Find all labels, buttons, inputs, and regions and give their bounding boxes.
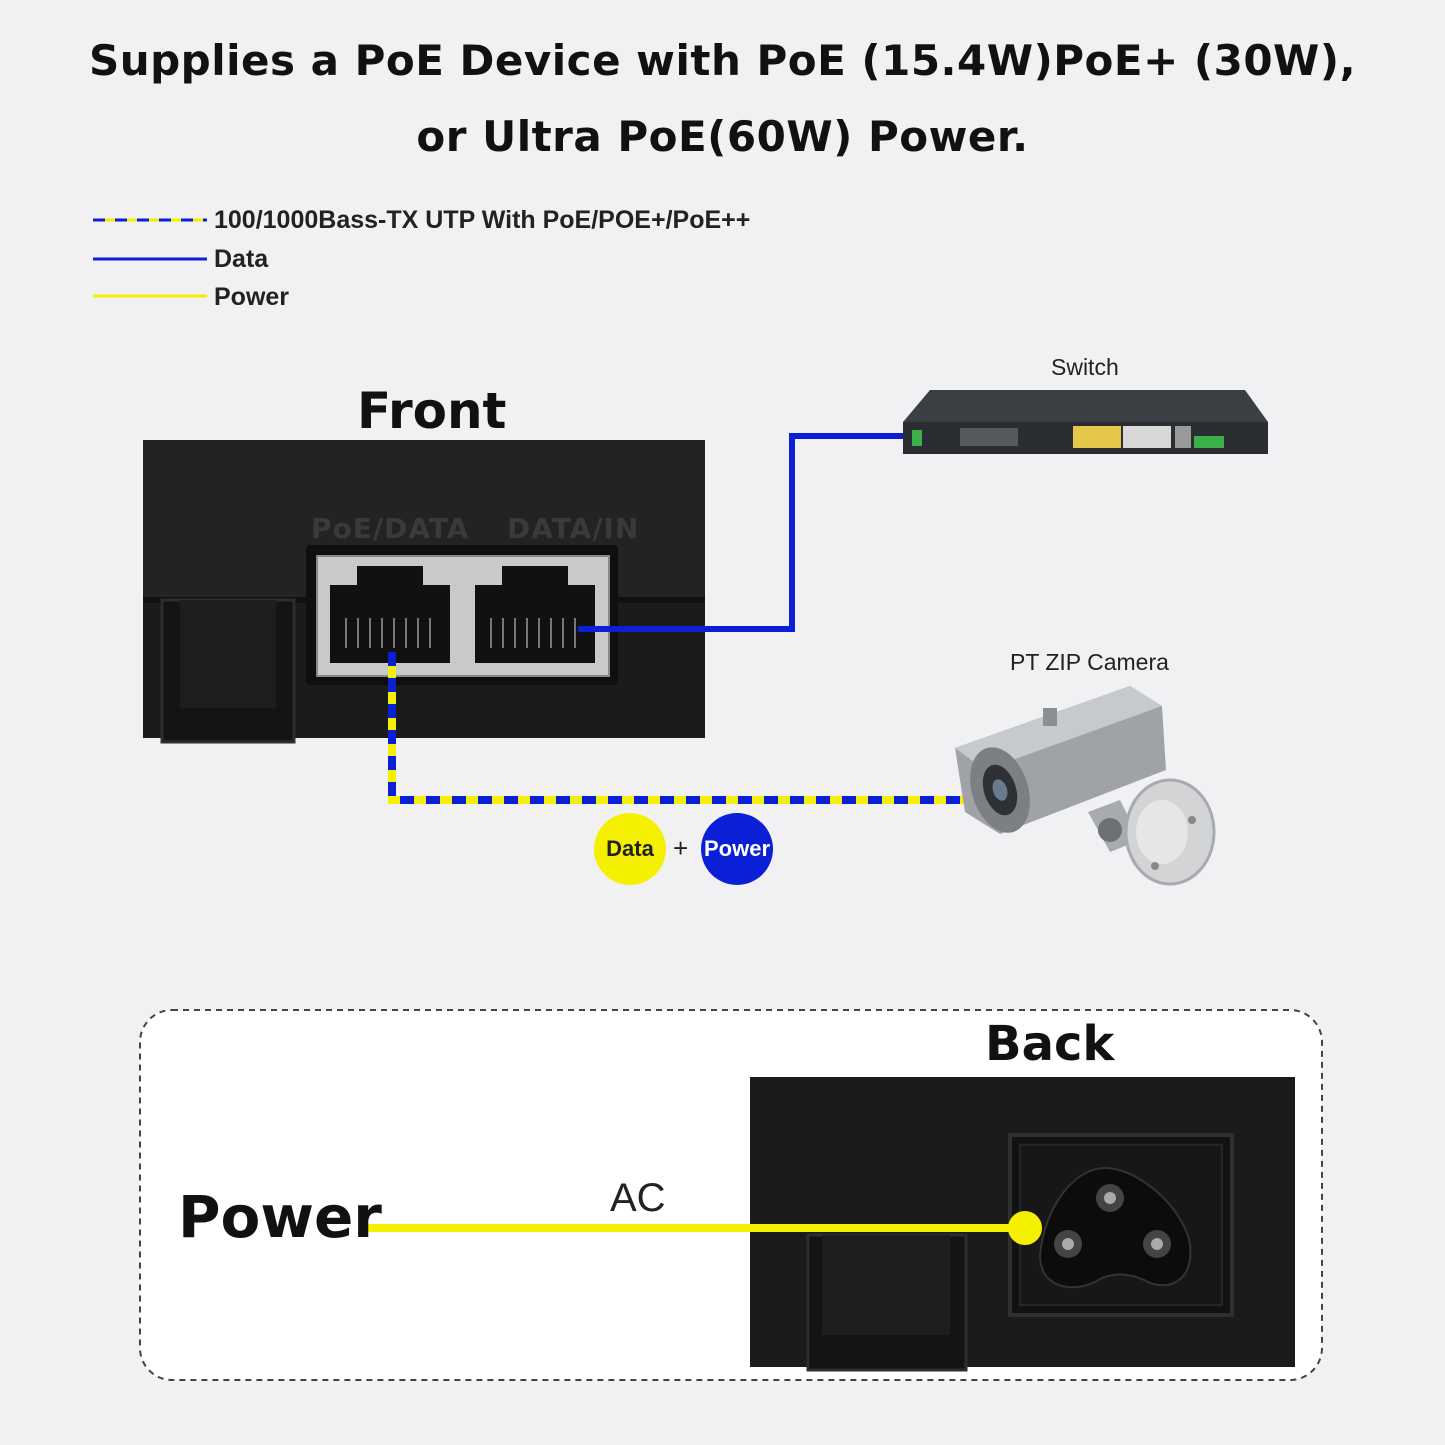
title-line-2: or Ultra PoE(60W) Power.: [416, 112, 1029, 161]
power-label: Power: [178, 1183, 382, 1251]
back-heading: Back: [985, 1016, 1115, 1072]
network-switch: [903, 390, 1268, 454]
camera: [955, 686, 1216, 886]
port-label-data-in: DATA/IN: [507, 512, 640, 545]
rj45-port-data-in: [475, 566, 595, 663]
power-badge: Power: [701, 813, 773, 885]
ac-socket: [1038, 1166, 1192, 1289]
legend-label-data: Data: [214, 245, 269, 273]
switch-label: Switch: [1051, 354, 1119, 380]
front-heading: Front: [357, 382, 507, 440]
ac-label: AC: [610, 1176, 666, 1220]
plus-sign: +: [673, 833, 689, 863]
legend-label-poe: 100/1000Bass-TX UTP With PoE/POE+/PoE++: [214, 206, 751, 234]
port-label-poe-data: PoE/DATA: [311, 512, 470, 545]
camera-label: PT ZIP Camera: [1010, 649, 1169, 675]
ac-power-dot: [1008, 1211, 1042, 1245]
injector-front: [143, 440, 705, 744]
title-line-1: Supplies a PoE Device with PoE (15.4W)Po…: [88, 36, 1357, 85]
data-badge: Data: [594, 813, 666, 885]
legend-label-power: Power: [214, 283, 290, 311]
poe-cable-camera: [388, 652, 975, 804]
rj45-port-poe-data: [330, 566, 450, 663]
data-cable-switch: [578, 433, 903, 632]
